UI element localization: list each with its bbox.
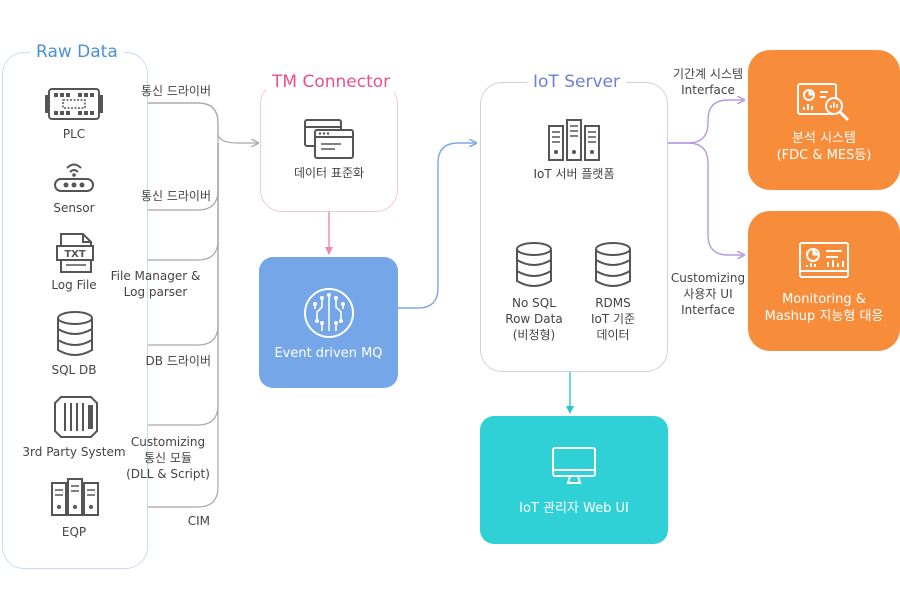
monitor-icon [552,447,596,484]
connector-label: 통신 드라이버 [105,188,211,204]
connector-label: 통신 드라이버 [105,83,211,99]
equipment-icon [51,478,99,516]
raw-item-label: EQP [61,525,87,539]
raw-item-label: 3rd Party System [22,445,126,459]
monitoring-box[interactable]: Monitoring & Mashup 지능형 대응 [748,211,900,351]
custom-interface-line: 사용자 UI [683,287,733,301]
connector-label-line: CIM [187,514,210,528]
analysis-system-box[interactable]: 분석 시스템 (FDC & MES등) [748,50,900,190]
connector-label-line: DB 드라이버 [145,354,211,368]
database-icon [57,311,93,356]
raw-data-panel [2,52,148,569]
nosql-line: (비정형) [512,328,556,342]
iot-web-ui-box[interactable]: IoT 관리자 Web UI [480,416,668,544]
custom-interface-line: Interface [681,303,735,317]
event-mq-label: Event driven MQ [274,346,383,361]
server-rack-icon [54,396,98,438]
connector-label: File Manager & Log parser [100,268,211,300]
raw-item-label: Sensor [53,201,95,215]
legacy-interface-label: 기간계 시스템 Interface [662,66,754,98]
tm-connector-title: TM Connector [266,72,397,92]
nosql-database-icon [516,242,552,287]
iot-server-title: IoT Server [527,72,626,92]
mq-to-iot-arrow [398,143,475,309]
connector-label: DB 드라이버 [105,353,211,369]
analysis-system-line: 분석 시스템 [792,131,856,146]
analysis-system-label: 분석 시스템 (FDC & MES등) [748,130,900,164]
rdms-line: 데이터 [596,328,630,342]
nosql-line: No SQL [512,296,556,310]
circuit-icon [304,288,354,338]
monitoring-line: Mashup 지능형 대응 [764,309,884,324]
rdms-database-icon [595,242,631,287]
legacy-interface-line: Interface [681,83,735,97]
connector-label-line: 통신 드라이버 [140,189,211,203]
iot-platform-label: IoT 서버 플랫폼 [533,167,615,181]
connector-label-line: 통신 모듈 [144,451,192,465]
connector-label-line: File Manager & [110,269,201,283]
event-mq-box[interactable]: Event driven MQ [259,257,398,388]
raw-data-title: Raw Data [30,42,124,62]
plc-icon [45,88,103,120]
rdms-label: RDMS IoT 기준 데이터 [573,295,653,343]
iot-to-right-arrows [668,100,743,255]
iot-web-ui-label: IoT 관리자 Web UI [519,501,629,516]
monitoring-line: Monitoring & [782,292,866,307]
raw-item-label: SQL DB [51,363,97,377]
custom-interface-line: Customizing [670,271,746,285]
dashboard-icon [799,242,849,278]
custom-interface-label: Customizing 사용자 UI Interface [662,270,754,318]
raw-to-tm-lines [148,102,258,508]
rdms-line: IoT 기준 [590,312,636,326]
connector-label: CIM [160,513,210,529]
analysis-system-line: (FDC & MES등) [776,148,872,163]
connector-label-line: Log parser [123,285,188,299]
connector-label: Customizing 통신 모듈 (DLL & Script) [118,434,218,482]
nosql-line: Row Data [505,312,563,326]
raw-item-label: Log File [51,278,97,292]
connector-label-line: Customizing [130,435,206,449]
svg-text:TXT: TXT [64,249,86,260]
log-file-icon: TXT [56,233,94,273]
legacy-interface-line: 기간계 시스템 [672,67,744,81]
raw-item-label: PLC [62,127,86,141]
rdms-line: RDMS [595,296,631,310]
sensor-icon [54,163,94,192]
connector-label-line: 통신 드라이버 [140,84,211,98]
connector-label-line: (DLL & Script) [126,467,210,481]
server-icon [548,119,600,161]
analytics-icon [797,83,850,122]
windows-icon [304,119,354,159]
monitoring-label: Monitoring & Mashup 지능형 대응 [748,291,900,325]
nosql-label: No SQL Row Data (비정형) [494,295,574,343]
tm-connector-caption: 데이터 표준화 [293,166,365,180]
